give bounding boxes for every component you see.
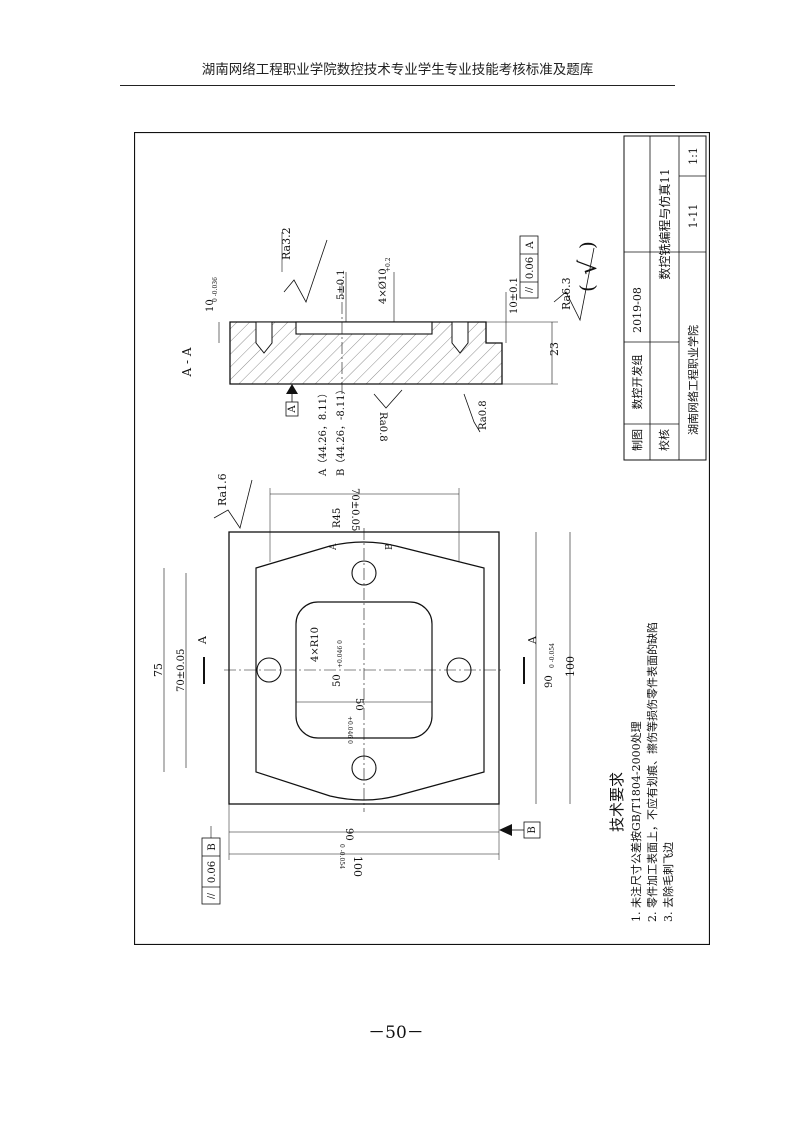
dim-90-h-tol: 0 -0.054: [338, 844, 345, 869]
drawing-sheet: 1:1 数控铣编程与仿真11 1-11 制图 数控开发组 2019-08 校核 …: [133, 131, 711, 946]
datum-a-triangle: [286, 384, 298, 394]
title-block: 1:1 数控铣编程与仿真11 1-11 制图 数控开发组 2019-08 校核 …: [623, 135, 707, 461]
section-hole-right: [451, 321, 469, 354]
datum-b-triangle: [499, 824, 512, 836]
fcf-plan-value: 0.06: [207, 861, 218, 883]
note-item-1: 1. 未注尺寸公差按GB/T1804-2000处理: [629, 721, 643, 922]
fcf-section-value: 0.06: [525, 257, 536, 279]
dim-75: 75: [152, 663, 165, 677]
section-marker-left: A: [196, 635, 209, 645]
title-block-checked-label: 校核: [657, 429, 671, 451]
fcf-plan-datum: B: [207, 843, 218, 850]
dim-top-70: 70±0.05: [349, 488, 360, 531]
section-pocket: [295, 321, 433, 335]
section-marker-right: A: [526, 635, 539, 645]
section-hole-left: [255, 321, 273, 354]
title-block-drawn-by: 数控开发组: [630, 355, 644, 410]
page-number: －50－: [368, 1023, 424, 1043]
notes-title: 技术要求: [608, 772, 626, 832]
fcf-section: [519, 235, 539, 299]
point-b-label: B: [385, 543, 395, 550]
section-title: A - A: [180, 347, 194, 377]
title-block-scale: 1:1: [687, 147, 700, 165]
fcf-plan-symbol: //: [207, 892, 217, 899]
dim-pocket-depth: 5±0.1: [336, 269, 347, 300]
dim-left-depth: 10: [205, 299, 216, 312]
title-block-drawing-no: 1-11: [687, 204, 700, 229]
dim-50-v-tol: +0.046 0: [337, 640, 344, 668]
page-header: 湖南网络工程职业学院数控技术专业学生专业技能考核标准及题库: [201, 62, 594, 78]
dim-70-left: 70±0.05: [176, 649, 187, 692]
dim-left-depth-tol: 0 -0.036: [212, 277, 219, 302]
engineering-drawing: 1:1 数控铣编程与仿真11 1-11 制图 数控开发组 2019-08 校核 …: [133, 131, 711, 946]
title-block-date: 2019-08: [631, 287, 644, 333]
general-roughness-close: ): [575, 241, 599, 249]
radius-r45: R45: [332, 508, 343, 528]
title-block-school: 湖南网络工程职业学院: [686, 325, 700, 435]
dim-hole-tol: +0.2: [385, 257, 392, 272]
dim-hole: 4×Ø10: [378, 268, 389, 304]
point-b-coord: B（44.26，-8.11）: [335, 384, 347, 476]
dim-50-h-tol: +0.046 0: [346, 716, 353, 744]
section-body: [229, 321, 503, 385]
dim-90-v-tol: 0 -0.054: [549, 643, 556, 668]
header-rule: [120, 85, 675, 86]
dim-step: 10±0.1: [509, 277, 520, 314]
dim-90-h: 90: [343, 828, 354, 841]
dim-total-height: 23: [548, 342, 561, 356]
roughness-ra32: Ra3.2: [280, 227, 293, 260]
general-roughness: Ra6.3: [560, 277, 573, 310]
general-roughness-check: √: [574, 259, 602, 275]
section-view: A - A A Ra3.2 10 0 -0.036 5±0.1 4×Ø10 +0…: [180, 227, 602, 441]
general-roughness-open: (: [575, 284, 599, 292]
dim-50-v: 50: [332, 674, 343, 687]
point-a-coord: A（44.26，8.11）: [317, 388, 329, 477]
dim-90-v: 90: [544, 675, 555, 688]
datum-a-label: A: [287, 405, 298, 414]
roughness-ra08-bottom: Ra0.8: [377, 412, 388, 442]
corner-radius: 4×R10: [310, 627, 321, 662]
plan-view: A A Ra1.6 70±0.05 R45 A B 75 70±0.05 4×R…: [152, 473, 577, 905]
sheet-frame: [133, 131, 711, 946]
dim-100-v: 100: [564, 656, 577, 677]
point-a-label: A: [329, 543, 339, 551]
note-item-3: 3. 去除毛刺飞边: [661, 842, 675, 922]
fcf-section-datum: A: [525, 241, 536, 250]
roughness-ra16: Ra1.6: [216, 473, 229, 506]
technical-notes: 技术要求 1. 未注尺寸公差按GB/T1804-2000处理 2. 零件加工表面…: [608, 622, 675, 922]
plan-profile: [255, 541, 485, 801]
note-item-2: 2. 零件加工表面上，不应有划痕、擦伤等损伤零件表面的缺陷: [645, 622, 659, 922]
title-block-drawn-label: 制图: [631, 429, 644, 451]
title-block-drawing-name: 数控铣编程与仿真11: [657, 168, 672, 279]
dim-50-h: 50: [353, 698, 364, 711]
dim-100-h: 100: [351, 856, 364, 877]
roughness-ra08-lower: Ra0.8: [478, 400, 489, 430]
datum-b-label: B: [527, 826, 538, 833]
fcf-section-symbol: //: [525, 286, 535, 293]
